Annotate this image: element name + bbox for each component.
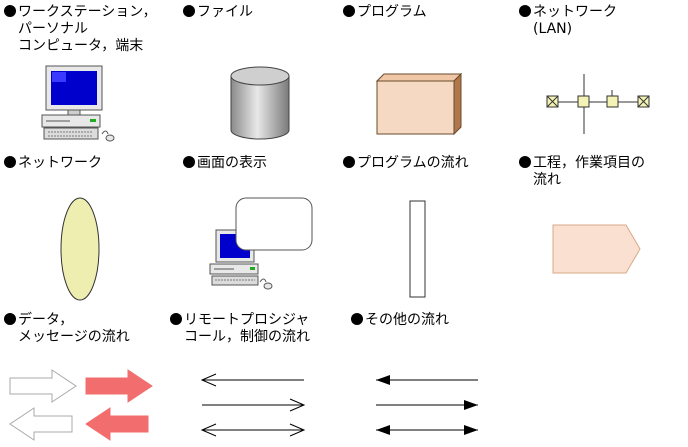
legend-label-rpc: リモートプロシジャ コール，制御の流れ: [170, 312, 310, 346]
bullet-icon: [519, 156, 531, 168]
bullet-icon: [4, 313, 16, 325]
legend-label-workstation: ワークステーション， パーソナル コンピュータ，端末: [4, 4, 157, 55]
legend-label-process-flow: 工程，作業項目の 流れ: [519, 155, 645, 189]
legend-label-network: ネットワーク: [4, 155, 102, 172]
process-pentagon-icon: [552, 224, 641, 274]
bullet-icon: [351, 313, 363, 325]
legend-label-file: ファイル: [183, 4, 253, 21]
block-arrows-icon: [9, 369, 153, 441]
bullet-icon: [183, 5, 195, 17]
workstation-computer-icon: [41, 65, 115, 142]
program-flow-bar-icon: [409, 200, 426, 298]
bullet-icon: [4, 156, 16, 168]
filled-arrows-icon: [376, 375, 478, 435]
bullet-icon: [343, 5, 355, 17]
legend-label-network-lan: ネットワーク (LAN): [519, 4, 617, 38]
legend-label-other-flow: その他の流れ: [351, 312, 449, 329]
bullet-icon: [170, 313, 182, 325]
bullet-icon: [343, 156, 355, 168]
bullet-icon: [4, 5, 16, 17]
bullet-icon: [183, 156, 195, 168]
screen-display-icon: [209, 197, 313, 290]
program-box-icon: [375, 72, 463, 136]
legend-label-data-message: データ， メッセージの流れ: [4, 312, 130, 346]
legend-label-program-flow: プログラムの流れ: [343, 155, 469, 172]
open-arrows-icon: [200, 373, 306, 437]
file-cylinder-icon: [230, 66, 290, 140]
network-ellipse-icon: [60, 197, 100, 301]
bullet-icon: [519, 5, 531, 17]
legend-label-program: プログラム: [343, 4, 427, 21]
lan-bus-icon: [546, 74, 650, 134]
legend-label-screen-display: 画面の表示: [183, 155, 267, 172]
